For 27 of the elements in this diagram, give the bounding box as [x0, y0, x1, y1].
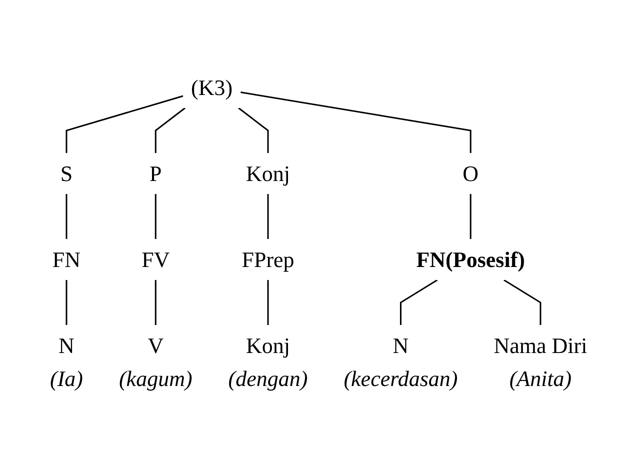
- node-text: S: [60, 160, 73, 186]
- connector: [470, 194, 472, 238]
- connector: [238, 106, 269, 152]
- node-text: FN(Posesif): [416, 246, 525, 272]
- node-text: Konj: [246, 160, 290, 186]
- connector: [154, 194, 156, 238]
- node-text: O: [462, 160, 478, 186]
- node-text: N (kecerdasan): [344, 332, 458, 390]
- node-text: V (kagum): [118, 332, 192, 390]
- node-text: (K3): [190, 74, 232, 100]
- connector: [503, 278, 542, 324]
- connector: [66, 194, 68, 238]
- connector: [66, 280, 68, 324]
- connector: [267, 280, 269, 324]
- node-text: FPrep: [242, 246, 294, 272]
- node-text: FN: [52, 246, 80, 272]
- node-text: P: [149, 160, 162, 186]
- connector: [154, 106, 186, 152]
- connector: [66, 94, 184, 152]
- node-text: Nama Diri (Anita): [494, 332, 588, 390]
- node-text: FV: [141, 246, 170, 272]
- connector: [267, 194, 269, 238]
- connector: [154, 280, 156, 324]
- connector: [400, 278, 438, 324]
- node-text: N (Ia): [50, 332, 83, 390]
- node-text: Konj (dengan): [228, 332, 308, 390]
- connector: [240, 91, 472, 152]
